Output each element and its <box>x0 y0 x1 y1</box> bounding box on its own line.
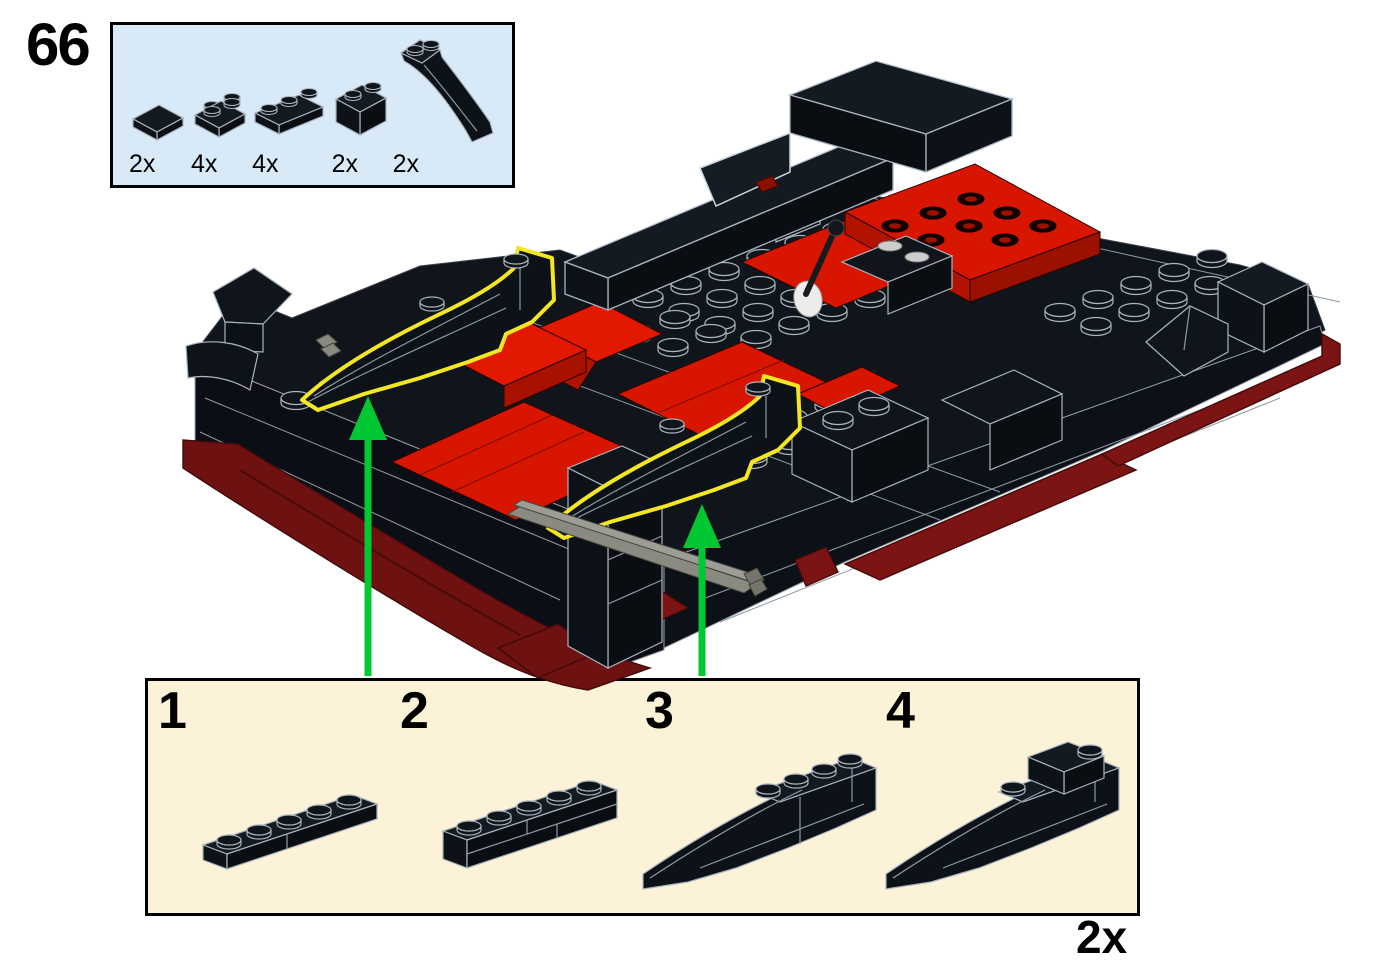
sub-step-number: 1 <box>158 682 187 740</box>
step-number: 66 <box>26 11 91 78</box>
brick-1x2-black-icon <box>334 81 387 137</box>
sub-step-number: 3 <box>645 682 674 740</box>
gear-lever <box>793 219 954 318</box>
parts-callout-item: 4x <box>252 53 331 177</box>
tile-1x2-black-icon <box>131 104 185 142</box>
highlighted-part-left <box>300 246 556 412</box>
deck-studs <box>280 194 1228 497</box>
slope-curved-black-icon <box>399 39 494 143</box>
plate-1x2-black-icon <box>193 92 247 139</box>
part-quantity-label: 4x <box>252 150 279 178</box>
parts-callout-item: 2x <box>332 53 393 177</box>
part-quantity-label: 2x <box>129 150 156 178</box>
plate-1x3-black-icon <box>253 87 325 135</box>
part-quantity-label: 2x <box>392 150 420 178</box>
cockpit-red-plates <box>390 163 1102 521</box>
sub-assembly-box: 1 2 3 4 <box>145 678 1140 916</box>
highlighted-part-right <box>546 374 802 540</box>
sub-step-number: 2 <box>400 682 429 740</box>
dark-red-base <box>182 332 1341 691</box>
part-quantity-label: 4x <box>191 150 218 178</box>
parts-callout-item: 2x <box>393 25 506 177</box>
rear-wing-assembly <box>563 60 1015 311</box>
parts-callout-item: 4x <box>191 53 252 177</box>
assembly-multiplier: 2x <box>1076 911 1128 963</box>
parts-callout-item: 2x <box>129 53 191 177</box>
part-quantity-label: 2x <box>331 150 358 178</box>
green-arrow-right <box>683 504 721 676</box>
axle-pins <box>315 333 768 597</box>
parts-callout-box: 2x 4x 4x <box>110 22 515 188</box>
left-front-structures <box>185 267 293 391</box>
chassis-body <box>194 187 1341 681</box>
red-plate-open-studs <box>881 192 1057 247</box>
green-arrow-left <box>349 396 387 676</box>
front-pillar <box>566 445 664 670</box>
sub-step-number: 4 <box>886 682 915 740</box>
right-side-boxes <box>790 261 1310 503</box>
